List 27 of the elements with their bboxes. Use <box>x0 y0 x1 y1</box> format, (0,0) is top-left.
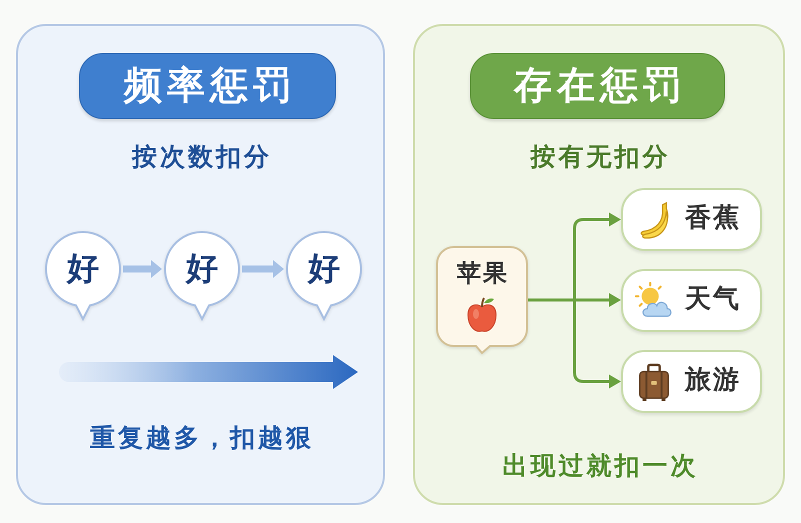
speech-bubble <box>436 246 528 354</box>
topic-text: 香蕉 <box>685 204 741 234</box>
title-text: 频率惩罚 <box>122 64 296 108</box>
bubble-text: 好 <box>67 250 99 287</box>
panel <box>413 24 785 505</box>
bubble-text: 好 <box>308 250 340 287</box>
subtitle: 按有无扣分 <box>529 143 670 172</box>
speech-bubble <box>162 230 242 322</box>
topic-chip <box>621 269 762 332</box>
summary-text: 出现过就扣一次 <box>502 452 698 481</box>
arrow <box>528 298 621 388</box>
bubble-text: 好 <box>186 250 218 287</box>
subtitle: 按次数扣分 <box>130 143 272 172</box>
panel <box>16 24 385 505</box>
summary-text: 重复越多，扣越狠 <box>89 424 314 453</box>
title-banner <box>470 53 725 119</box>
title-banner <box>79 53 336 119</box>
topic-chip <box>621 350 762 413</box>
arrow <box>242 260 284 278</box>
topic-text: 天气 <box>685 284 741 314</box>
speech-bubble <box>43 230 123 322</box>
topic-chip <box>621 188 762 251</box>
speech-bubble <box>284 230 364 322</box>
arrow <box>123 260 162 278</box>
bubble-text: 苹果 <box>456 260 509 288</box>
title-text: 存在惩罚 <box>512 64 686 108</box>
topic-text: 旅游 <box>685 366 741 396</box>
